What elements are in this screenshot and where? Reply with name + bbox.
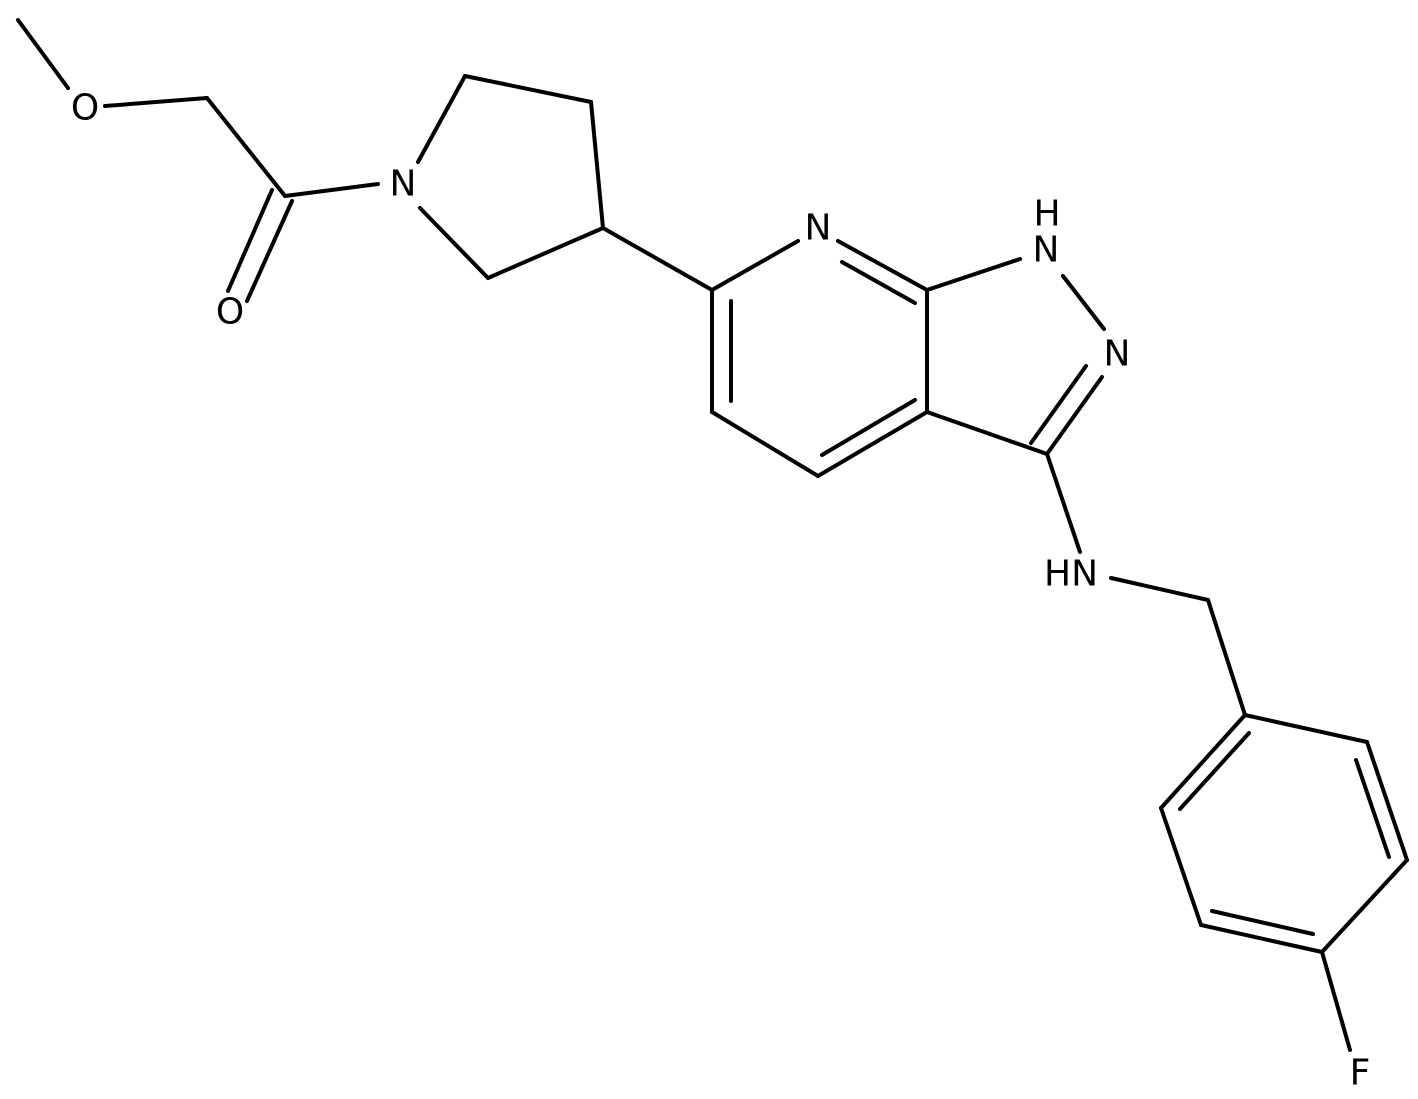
bond-ch2-ring: [1206, 598, 1247, 717]
bond-n7-c7a-inner: [840, 260, 917, 305]
pyrazole-nh-nitrogen-label: N: [1033, 230, 1060, 271]
acetyl-chain-bonds: [16, 18, 380, 303]
bond-pyrrolidine-pyridine: [601, 226, 714, 292]
bond-ring-4-5: [1199, 923, 1324, 954]
bond-carbonyl-o-2: [245, 199, 294, 303]
bond-c4-c5: [486, 226, 605, 280]
bond-ring-6-1-inner: [1178, 731, 1251, 811]
bond-ring-6-1: [1159, 713, 1247, 810]
pyridine-nitrogen-label: N: [805, 208, 832, 249]
bond-n2-c3-inner: [1029, 364, 1088, 445]
bond-ring-3-4: [1320, 858, 1409, 954]
bond-c4-c3a: [816, 410, 929, 478]
bond-c7a-n1: [925, 257, 1022, 292]
bond-ring-f: [1320, 950, 1352, 1052]
bond-nh-ch2: [1109, 576, 1210, 602]
bond-c4-c3a-inner: [820, 398, 917, 457]
pyrazolopyridine-bonds: [710, 239, 1106, 554]
atom-labels: O O N N H N N HN F: [71, 88, 1371, 1094]
bond-methyl-o: [16, 18, 70, 90]
bond-ring-2-3-inner: [1354, 758, 1391, 859]
pyrrolidine-nitrogen-label: N: [390, 164, 417, 205]
bond-c2-c3: [463, 74, 593, 104]
bond-n7-c7a: [836, 239, 929, 292]
bond-ring-2-3: [1365, 740, 1409, 862]
amine-nh-label: HN: [1044, 554, 1098, 595]
bond-c5-c4: [710, 410, 820, 478]
pyrrolidine-ring-bonds: [416, 74, 714, 292]
bond-carbonyl-o-1: [226, 188, 274, 293]
carbonyl-oxygen-label: O: [216, 292, 244, 333]
pyrazole-nh-hydrogen-label: H: [1033, 194, 1060, 235]
fluorine-label: F: [1350, 1053, 1371, 1094]
bond-ring-5-6: [1159, 806, 1203, 927]
bond-ring-1-2: [1243, 713, 1369, 744]
bond-carbonyl-n: [283, 182, 380, 198]
bond-c3-nh: [1045, 452, 1082, 554]
bond-c6-n7: [710, 239, 800, 292]
bond-c3-c4: [589, 100, 605, 230]
bond-ring-4-5-inner: [1210, 909, 1315, 936]
bond-n2-c3: [1045, 375, 1104, 456]
bond-c5-n: [418, 206, 490, 280]
bond-c3-c3a: [925, 410, 1049, 456]
methoxy-oxygen-label: O: [71, 88, 99, 129]
bond-n-c2: [416, 74, 467, 164]
pyrazole-n2-label: N: [1104, 334, 1131, 375]
bond-n1-n2: [1061, 274, 1106, 331]
bond-o-ch2: [103, 96, 209, 108]
bond-ch2-carbonyl: [205, 96, 287, 198]
fluorobenzyl-bonds: [1109, 576, 1409, 1052]
